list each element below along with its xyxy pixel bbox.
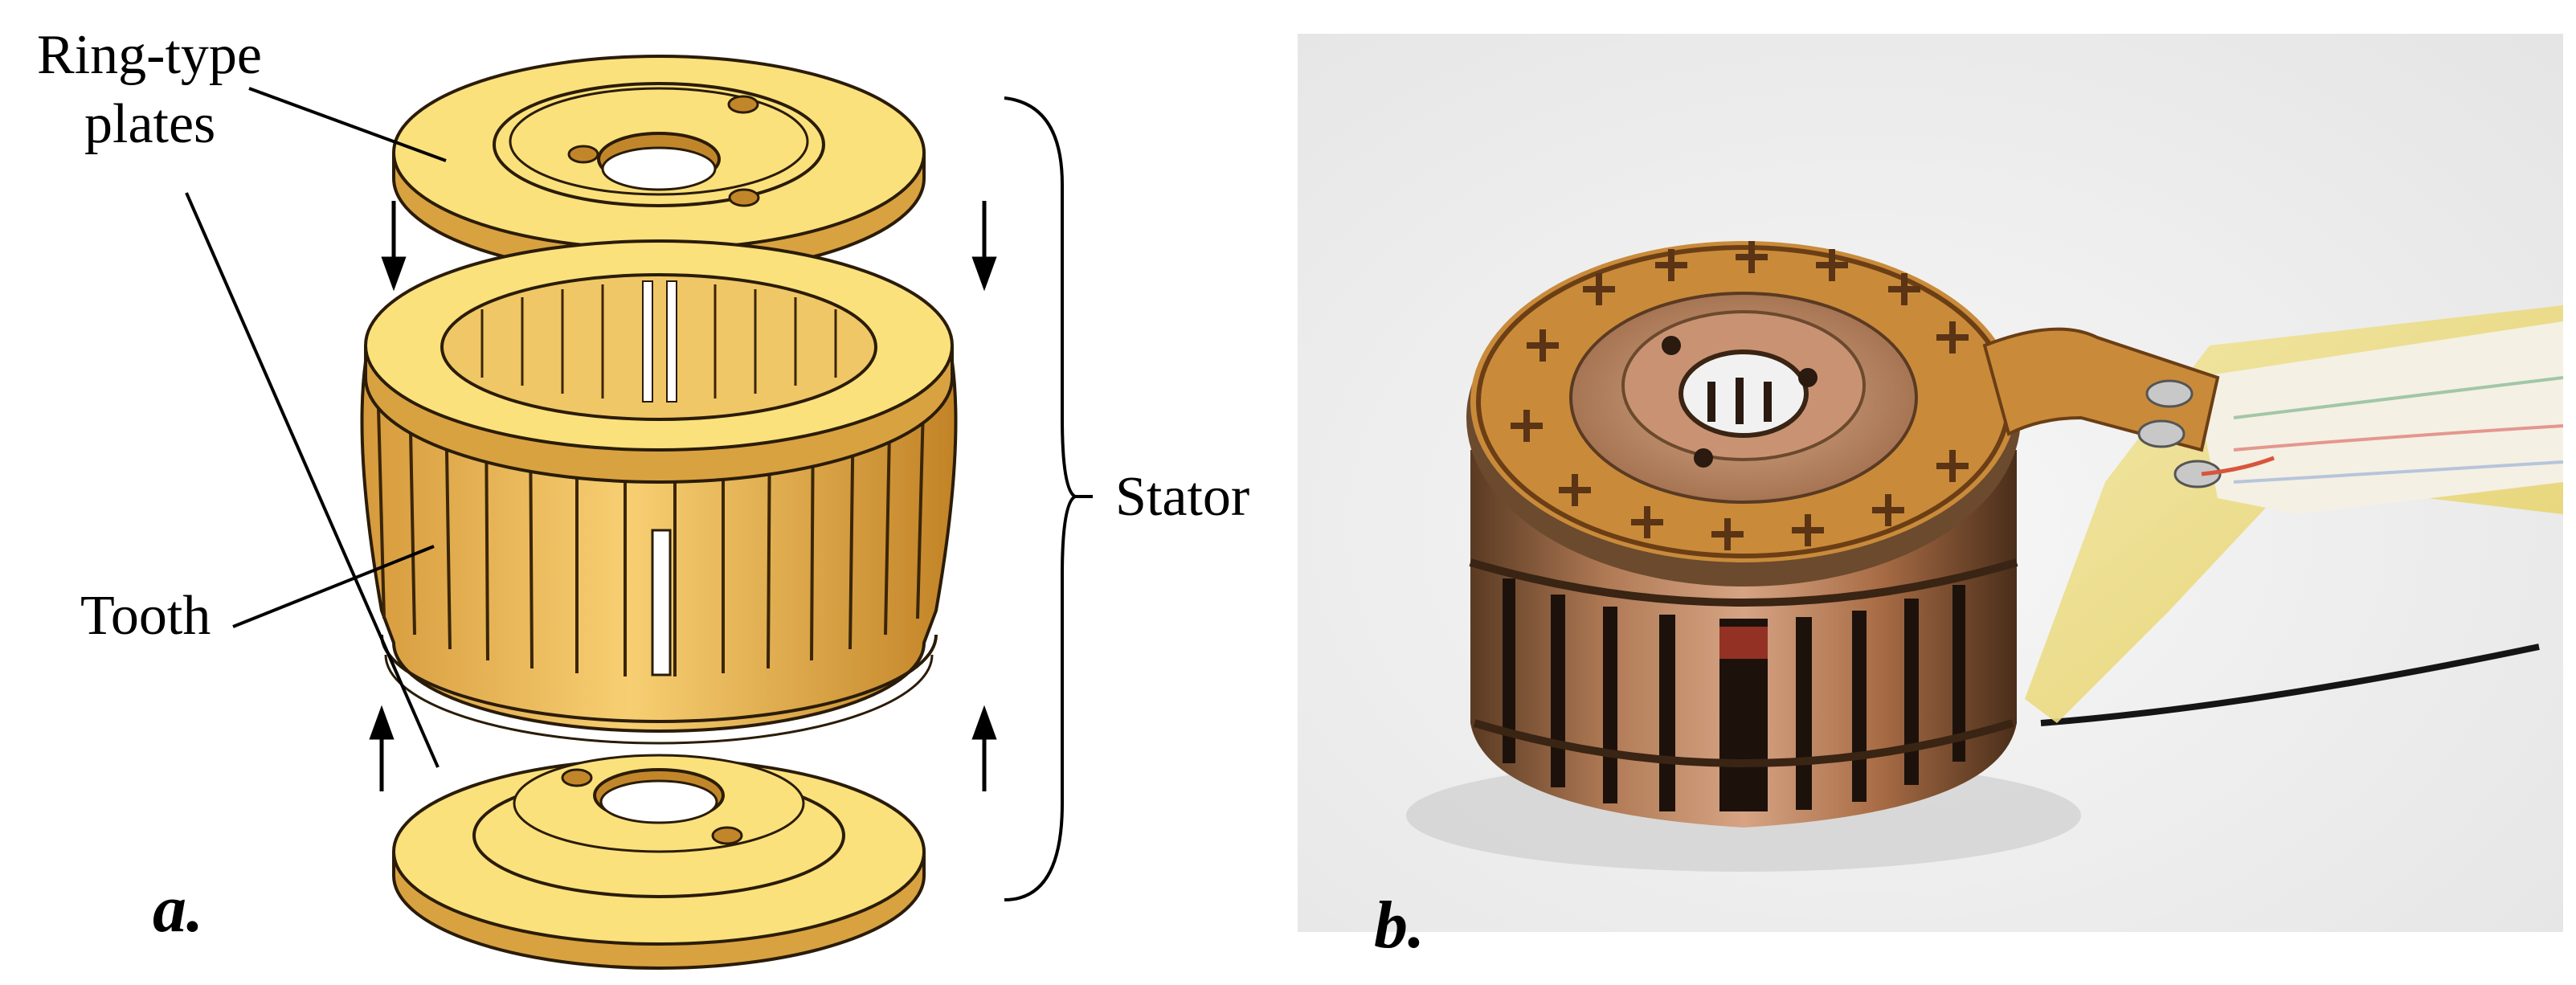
tooth-callout: Tooth bbox=[80, 585, 211, 647]
panel-a-label: a. bbox=[153, 872, 203, 946]
callout-leaders bbox=[185, 87, 447, 768]
stator-bracket bbox=[1004, 96, 1079, 901]
top-ring-plate bbox=[392, 55, 926, 276]
assembly-arrows bbox=[369, 201, 997, 791]
stator-upper-rim bbox=[364, 239, 954, 484]
panel-b-label: b. bbox=[1374, 888, 1425, 963]
bottom-ring-plate bbox=[392, 754, 926, 970]
pcb-electrodes bbox=[1511, 241, 1969, 550]
stator-photo bbox=[1466, 241, 2275, 828]
ring-plates-callout-line2: plates bbox=[84, 93, 216, 155]
ring-plates-callout-line1: Ring-type bbox=[37, 24, 262, 86]
stator-callout: Stator bbox=[1115, 466, 1250, 528]
lead-cable bbox=[2025, 305, 2564, 726]
panel-b-photo bbox=[1298, 34, 2564, 932]
panel-a-drawing bbox=[185, 55, 1093, 970]
